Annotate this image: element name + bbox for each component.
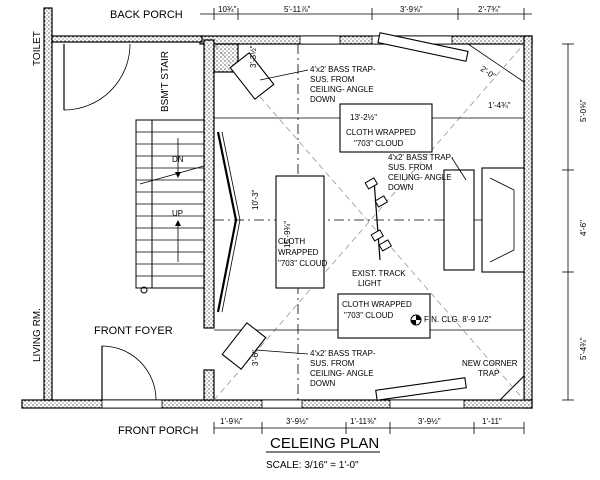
cloud-top	[339, 103, 433, 153]
wall-back-left	[51, 35, 203, 43]
bsmt-stair-label: BSM'T STAIR	[160, 51, 171, 112]
room-toilet: TOILET	[32, 31, 43, 66]
dim-bottom-3: 1'-11⅜"	[350, 417, 377, 426]
corner-trap-line1: NEW CORNER	[462, 359, 518, 368]
dim-inner-bottom-left: 3'-6"	[251, 350, 260, 366]
dim-diag-top: 2'-0"	[479, 64, 497, 81]
dim-right-1: 5'-0⅝"	[579, 99, 588, 122]
door-back-swing	[63, 43, 131, 111]
ceiling-marker-fill	[411, 315, 421, 325]
trap-bottom-line1: 4'x2' BASS TRAP-	[310, 349, 376, 358]
trap-top-leader	[259, 69, 309, 81]
dim-top-1: 10¾"	[218, 5, 237, 14]
trap-top-line1: 4'x2' BASS TRAP-	[310, 65, 376, 74]
dim-bottom-4: 3'-9½"	[418, 417, 441, 426]
dim-right-2: 4'-6"	[579, 220, 588, 236]
trap-right-leader	[451, 157, 467, 181]
bottom-wall-door	[101, 399, 163, 409]
trap-bottom-leader	[255, 349, 309, 355]
cloud-bottom-line1: CLOTH WRAPPED	[342, 300, 412, 309]
trap-right-line2: SUS. FROM	[388, 163, 433, 172]
wall-left-exterior	[43, 7, 53, 401]
stair-up-label: UP	[172, 209, 183, 218]
wall-right	[523, 35, 533, 409]
dim-top-3: 3'-9⅝"	[400, 5, 423, 14]
fireplace-firebox	[489, 177, 515, 263]
trap-bottom-line2: SUS. FROM	[310, 359, 355, 368]
trap-right-line4: DOWN	[388, 183, 414, 192]
top-wall-gap-1	[299, 35, 341, 45]
door-front-swing	[101, 345, 157, 401]
plan-title: CELEING PLAN	[270, 435, 379, 452]
trap-right-line3: CEILING- ANGLE	[388, 173, 452, 182]
ceiling-height-note: FIN. CLG. 8'-9 1/2"	[424, 315, 492, 324]
stair-break	[139, 165, 205, 185]
bass-trap-top-right	[377, 32, 469, 62]
diag-1	[213, 43, 525, 401]
trap-top-line3: CEILING- ANGLE	[310, 85, 374, 94]
wall-top	[199, 35, 533, 45]
stair-arrow-dn-head	[175, 172, 181, 178]
trap-bottom-line4: DOWN	[310, 379, 336, 388]
room-front-porch: FRONT PORCH	[118, 425, 199, 437]
corner-trap	[498, 374, 525, 401]
bass-trap-right-box	[443, 169, 475, 271]
cloud-left	[275, 175, 325, 289]
cloud-left-line3: "703" CLOUD	[278, 259, 327, 268]
cloud-top-line1: CLOTH WRAPPED	[346, 128, 416, 137]
dim-bottom-2: 3'-9½"	[286, 417, 309, 426]
stair-treads	[136, 131, 204, 277]
bass-trap-bottom-right	[375, 377, 467, 401]
diag-2	[213, 43, 525, 401]
trap-bottom-line3: CEILING- ANGLE	[310, 369, 374, 378]
dim-top-4: 2'-7¾"	[478, 5, 501, 14]
room-living: LIVING RM.	[32, 308, 43, 362]
cloud-left-line2: WRAPPED	[278, 248, 319, 257]
cloud-bottom-line2: "703" CLOUD	[344, 311, 393, 320]
dim-inner-right: 1'-4¾"	[488, 101, 511, 110]
dim-top-2: 5'-11⅞"	[284, 5, 311, 14]
cloud-top-dim: 13'-2½"	[350, 113, 377, 122]
cloud-left-line1: CLOTH	[278, 237, 305, 246]
corner-trap-top	[466, 43, 525, 83]
wall-partition-lower	[203, 369, 215, 401]
track-light-group	[364, 177, 393, 261]
bottom-wall-window-2	[389, 399, 465, 409]
stair-arrow-up-head	[175, 220, 181, 226]
plan-scale: SCALE: 3/16" = 1'-0"	[266, 460, 359, 471]
dim-inner-top-left: 3'-3½"	[249, 45, 258, 68]
dim-bottom-ticks	[213, 422, 525, 434]
dim-inner-left: 10'-3"	[251, 189, 260, 210]
corner-trap-line2: TRAP	[478, 369, 499, 378]
room-front-foyer: FRONT FOYER	[94, 325, 173, 337]
bass-trap-bottom	[221, 322, 267, 370]
dim-right-3: 5'-4¾"	[579, 337, 588, 360]
cloud-left-dim: 15'-9¾"	[283, 221, 292, 248]
dim-top-ticks	[213, 8, 525, 20]
dim-right-ticks	[562, 43, 574, 401]
wall-partition	[203, 39, 215, 329]
trap-right-line1: 4'x2' BASS TRAP-	[388, 153, 454, 162]
cloud-top-line2: "703" CLOUD	[354, 139, 403, 148]
dim-bottom-5: 1'-11"	[482, 417, 502, 426]
dim-bottom-1: 1'-9⅝"	[220, 417, 243, 426]
bass-trap-top	[229, 52, 275, 100]
bass-trap-left-panel	[216, 131, 238, 313]
stair-newel	[140, 286, 148, 294]
bottom-wall-window-1	[261, 399, 303, 409]
trap-top-line4: DOWN	[310, 95, 336, 104]
track-light-label-2: LIGHT	[358, 279, 382, 288]
track-light-label-1: EXIST. TRACK	[352, 269, 406, 278]
trap-top-line2: SUS. FROM	[310, 75, 355, 84]
fireplace-hearth	[481, 167, 525, 273]
room-back-porch: BACK PORCH	[110, 9, 183, 21]
bass-trap-left-panel-2	[221, 131, 241, 313]
stair-dn-label: DN	[172, 155, 184, 164]
